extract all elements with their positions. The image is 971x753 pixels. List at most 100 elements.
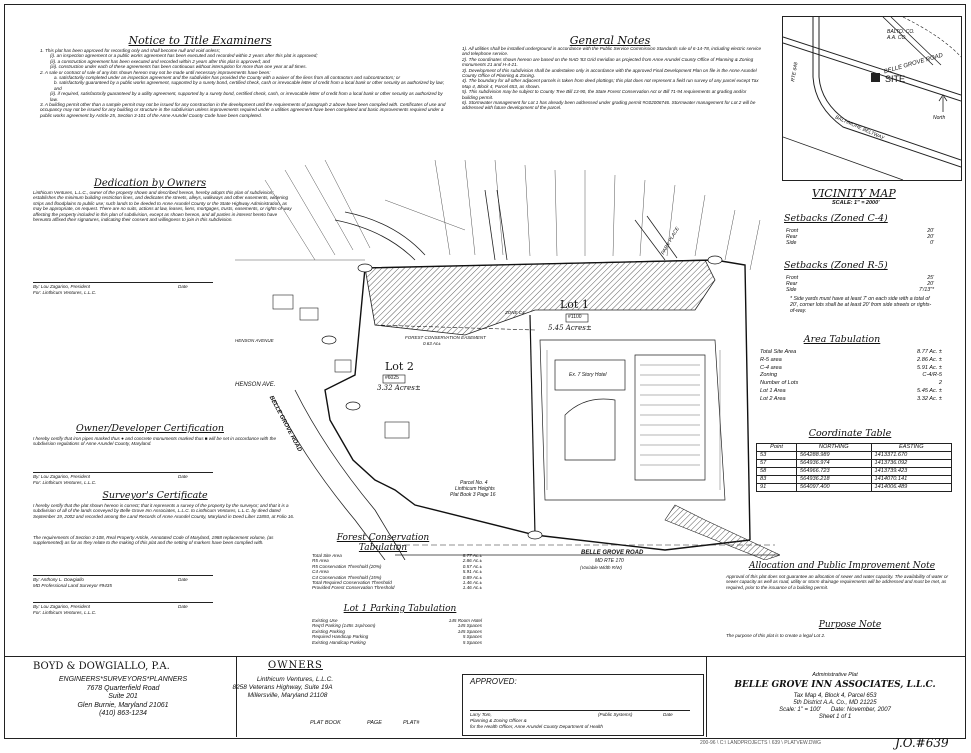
- coord-header: NORTHING: [796, 443, 872, 452]
- surveyor-signer: By: Anthony L. Dowgiallo: [33, 577, 84, 582]
- surveyor-cert-title: Surveyor's Certificate: [102, 490, 208, 501]
- area-value: 2: [938, 380, 942, 387]
- setback-value: 0': [930, 240, 934, 247]
- setback-value: 20': [927, 281, 934, 288]
- area-tab-title: Area Tabulation: [803, 334, 881, 345]
- parking-value: 5 Spaces: [462, 639, 482, 645]
- firm-name: BOYD & DOWGIALLO, P.A.: [33, 661, 170, 672]
- surveyor-cert-text2: The requirements of Section 3-108, Real …: [33, 535, 274, 546]
- area-label: C-4 area: [760, 364, 782, 371]
- lot1-address: #1100: [568, 314, 582, 320]
- general-note: 3). Development of this subdivision shal…: [462, 67, 757, 79]
- setback-value: 20': [927, 234, 934, 241]
- road-width-label: (Variable Width R/W): [580, 565, 623, 570]
- project-name: BELLE GROVE INN ASSOCIATES, L.L.C.: [734, 680, 936, 690]
- forest-label: Provided Forest Conservation Threshold: [312, 585, 395, 591]
- firm-tagline: ENGINEERS*SURVEYORS*PLANNERS: [58, 676, 188, 683]
- surveyor-owner-company: For: Linthicum Ventures, L.L.C.: [33, 610, 97, 615]
- lot1-area: 5.45 Acres±: [548, 324, 592, 332]
- coord-northing: 564288.989: [796, 451, 872, 460]
- site-plan-drawing: [235, 159, 781, 561]
- parking-tab-title: Lot 1 Parking Tabulation: [343, 604, 457, 614]
- forest-label: C4 Area: [312, 569, 329, 575]
- north-arrow-label: North: [933, 115, 946, 121]
- setback-label: Side: [786, 287, 797, 294]
- notice-title: Notice to Title Examiners: [128, 34, 272, 47]
- forest-tab-title: Forest Conservation Tabulation: [336, 533, 430, 553]
- road-label: BELLE GROVE ROAD: [581, 550, 644, 556]
- vicinity-scale: SCALE: 1" = 2000': [832, 200, 880, 206]
- purpose-text: The purpose of this plat is to create a …: [726, 633, 826, 638]
- coord-header: EASTING: [870, 443, 953, 452]
- coord-table-title: Coordinate Table: [808, 428, 892, 439]
- area-label: Lot 2 Area: [760, 395, 786, 402]
- henson-label: HENSON AVE.: [235, 382, 276, 388]
- surveyor-date-label: Date: [178, 577, 188, 582]
- parking-value: 145 Spaces: [457, 623, 482, 629]
- dedication-title: Dedication by Owners: [93, 178, 207, 189]
- forest-value: 0.57 Ac.±: [462, 563, 482, 569]
- approval-systems: (Public Systems): [598, 712, 633, 717]
- forest-label: Total Required Conservation Threshold: [312, 580, 392, 586]
- parcel4-label-2: Linthicum Heights: [455, 486, 495, 492]
- coord-easting: 1414006.489: [870, 483, 953, 492]
- forest-value: 1.46 Ac.±: [462, 580, 482, 586]
- vicinity-title: VICINITY MAP: [812, 187, 896, 200]
- plat-kind: Administrative Plat: [812, 672, 858, 678]
- setback-label: Side: [786, 240, 797, 247]
- forest-easement-area: 0.63 Ac±: [423, 341, 441, 346]
- surveyor-license: MD Professional Land Surveyor #9435: [33, 583, 112, 588]
- dedication-company: For: Linthicum Ventures, L.L.C.: [33, 290, 97, 295]
- setbacks-c4-title: Setbacks (Zoned C-4): [784, 213, 888, 224]
- plat-book-label: PLAT BOOK: [310, 720, 341, 726]
- area-value: 2.86 Ac. ±: [917, 356, 942, 363]
- coord-northing: 564936.974: [796, 459, 872, 468]
- coord-easting: 1413371.670: [870, 451, 953, 460]
- firm-suite: Suite 201: [108, 693, 138, 700]
- surveyor-owner-signer: By: Lou Zagarino, President: [33, 604, 90, 609]
- area-value: C-4/R-5: [922, 372, 942, 379]
- tax-map: Tax Map 4, Block 4, Parcel 653: [793, 693, 877, 699]
- henson-label-2: HENSON AVENUE: [235, 338, 274, 343]
- approval-date-label: Date: [663, 712, 673, 717]
- project-details: Tax Map 4, Block 4, Parcel 653 5th Distr…: [706, 693, 964, 721]
- approval-signature-line: [470, 710, 690, 711]
- allocation-text: Approval of this plat does not guarantee…: [726, 574, 949, 590]
- hotel-label: Ex. 7 Story Hotel: [569, 372, 607, 378]
- notice-item: (iii). construction under each of these …: [50, 64, 307, 70]
- approval-role-2: for the Health Officer, Anne Arundel Cou…: [470, 724, 603, 729]
- coord-easting: 1413739.423: [870, 467, 953, 476]
- forest-value: 1.46 Ac.±: [462, 585, 482, 591]
- notice-item: a. satisfactorily completed under an ins…: [54, 75, 400, 81]
- surveyor-owner-signature-line: [33, 602, 213, 603]
- surveyor-cert-text: I hereby certify that the plat shown her…: [33, 503, 295, 519]
- title-block: [706, 656, 965, 737]
- general-note: 6). Stormwater management for Lot 1 has …: [462, 100, 756, 111]
- setback-note: * Side yards must have at least 7' on ea…: [790, 295, 932, 315]
- owners-title: OWNERS: [268, 660, 323, 671]
- firm-block: [10, 656, 237, 737]
- parking-label: Req'd Parking (145s 1sp/room): [312, 623, 376, 629]
- forest-label: C4 Conservation Threshold (15%): [312, 574, 382, 580]
- lot1-label: Lot 1: [560, 298, 589, 311]
- site-plan: Lot 1 #1100 5.45 Acres± Lot 2 #6025 3.32…: [235, 159, 781, 570]
- sheet-border: [4, 4, 966, 739]
- forest-easement-label: FOREST CONSERVATION EASEMENT: [405, 335, 486, 340]
- area-label: R-5 area: [760, 356, 782, 363]
- dedication-signer: By: Lou Zagarino, President: [33, 284, 90, 289]
- setback-label: Front: [786, 228, 799, 234]
- general-note: 5). This subdivision may be subject to C…: [462, 89, 747, 100]
- job-number: J.O.#639: [895, 736, 949, 750]
- forest-value: 8.77 Ac.±: [462, 553, 482, 558]
- forest-value: 5.91 Ac.±: [462, 569, 482, 575]
- dedication-signature-line: [33, 282, 213, 283]
